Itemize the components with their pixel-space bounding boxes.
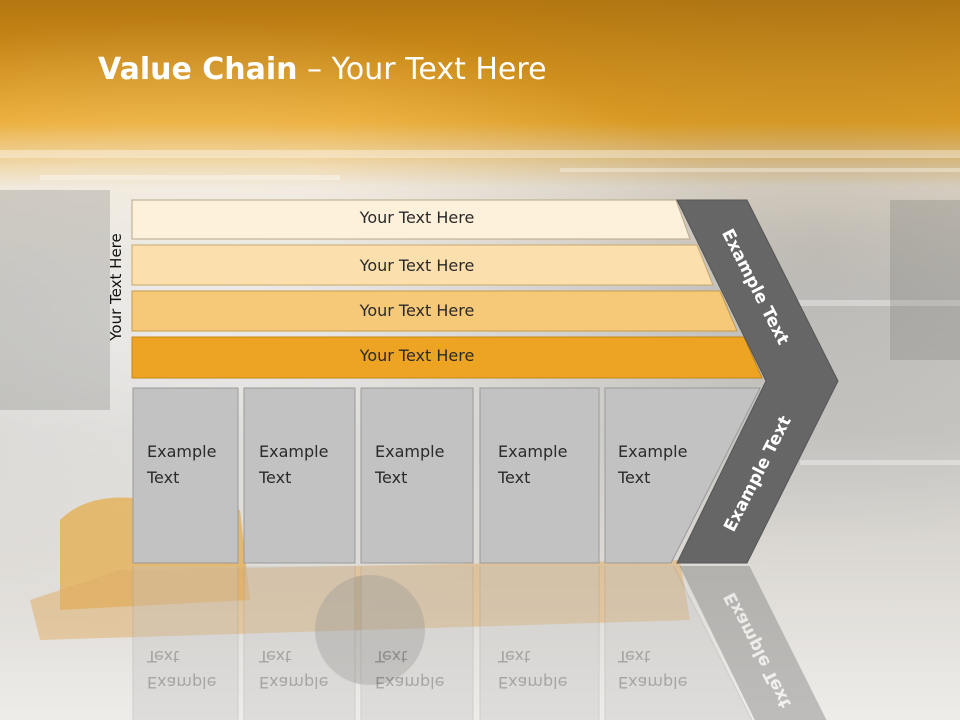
refl-label-4-line1: Example — [498, 673, 568, 692]
row-label-3: Your Text Here — [359, 301, 475, 320]
refl-label-3-line1: Example — [375, 673, 445, 692]
column-box-2 — [243, 387, 356, 564]
refl-label-1-line2: Text — [147, 647, 180, 666]
column-label-4-line2: Text — [498, 468, 531, 487]
row-label-2: Your Text Here — [359, 256, 475, 275]
row-label-4: Your Text Here — [359, 346, 475, 365]
column-label-1-line1: Example — [147, 442, 217, 461]
row-bar-2 — [131, 244, 714, 286]
column-label-1-line2: Text — [147, 468, 180, 487]
chevron-arrow — [676, 199, 839, 564]
column-label-4-line1: Example — [498, 442, 568, 461]
page-title: Value Chain – Your Text Here — [98, 52, 547, 87]
refl-label-4-line2: Text — [498, 647, 531, 666]
column-label-3-line1: Example — [375, 442, 445, 461]
row-bar-1 — [131, 199, 691, 240]
column-label-5-line1: Example — [618, 442, 688, 461]
refl-label-3-line2: Text — [375, 647, 408, 666]
reflection: Example Text Example Text Example Text Exam… — [0, 566, 960, 720]
column-box-4 — [479, 387, 600, 564]
refl-label-5-line1: Example — [618, 673, 688, 692]
row-label-1: Your Text Here — [359, 208, 475, 227]
column-box-5 — [604, 387, 761, 564]
title-bold: Value Chain — [98, 52, 298, 87]
row-bar-4 — [131, 336, 763, 379]
column-label-3-line2: Text — [375, 468, 408, 487]
column-box-3 — [360, 387, 474, 564]
refl-label-5-line2: Text — [618, 647, 651, 666]
refl-label-2-line2: Text — [259, 647, 292, 666]
refl-label-1-line1: Example — [147, 673, 217, 692]
column-label-5-line2: Text — [618, 468, 651, 487]
refl-label-2-line1: Example — [259, 673, 329, 692]
column-label-2-line1: Example — [259, 442, 329, 461]
row-bar-3 — [131, 290, 738, 332]
column-label-2-line2: Text — [259, 468, 292, 487]
column-box-1 — [132, 387, 239, 564]
reflection-shapes — [132, 566, 838, 720]
title-rest: – Your Text Here — [297, 52, 547, 87]
